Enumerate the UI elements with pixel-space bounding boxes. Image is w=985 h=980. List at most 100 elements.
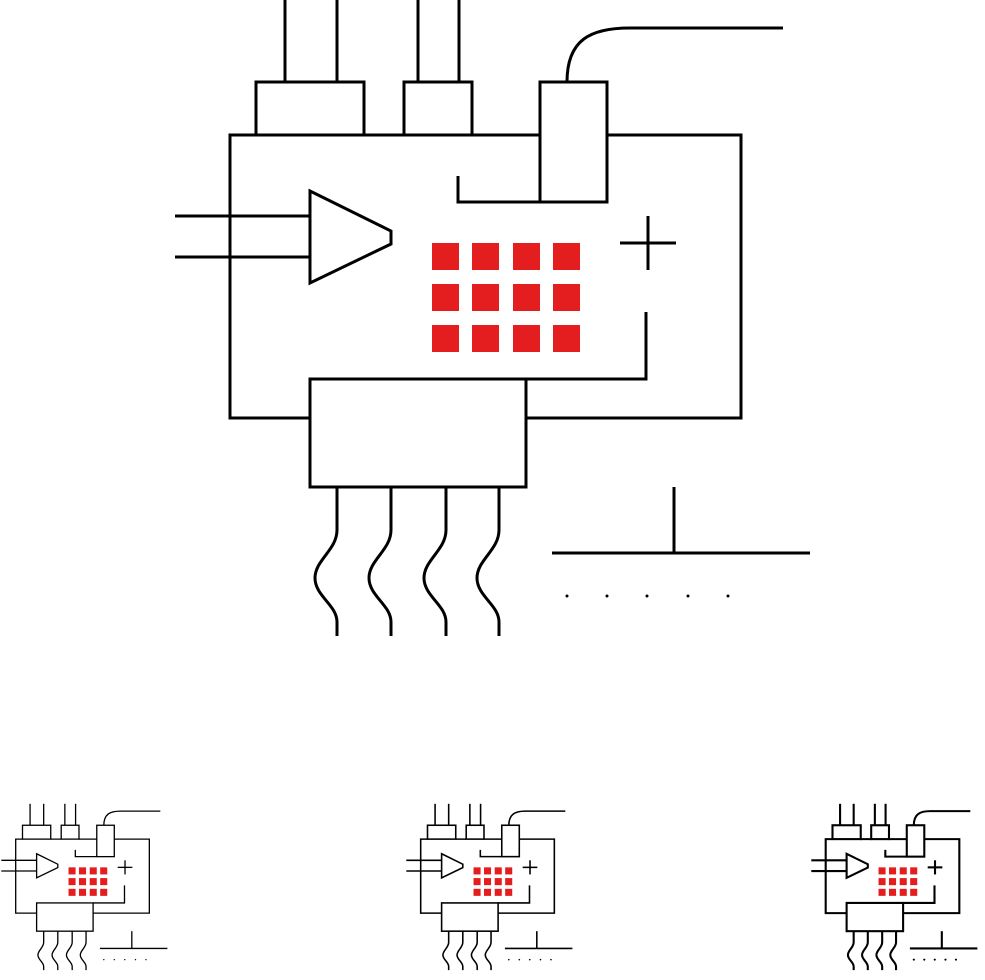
dot [539,958,542,961]
connector [870,824,891,841]
grid-cell [505,867,513,875]
grid-cell [505,888,513,896]
dot [912,958,915,961]
grid-cell [513,284,540,311]
connector [60,824,80,840]
circuit-board-icon-variant-thin [0,800,170,975]
grid-cell [89,888,97,896]
wavy-wire [889,931,898,971]
grid-cell [494,878,502,886]
grid-cell [513,325,540,352]
grid-cell [899,867,907,875]
dot [528,958,531,961]
wavy-wire [65,931,73,971]
grid-cell [888,878,897,886]
dot [686,594,690,598]
circuit-board-icon-main [175,0,810,636]
grid-cell [888,867,897,875]
inner-trace [498,885,531,904]
inner-trace [74,849,97,858]
grid-cell [483,878,492,886]
connector [21,824,52,840]
dot [726,594,730,598]
wavy-wire [313,487,339,636]
dot [944,958,947,961]
grid-cell [505,878,513,886]
circuit-board-icon-variant-bold [810,800,980,975]
connector [426,824,457,840]
cable [912,810,971,826]
connector [500,824,521,858]
inner-trace [903,885,936,904]
grid-cell [432,284,459,311]
grid-cell [100,867,108,875]
connector [96,824,115,858]
wavy-wire [470,931,478,971]
circuit-board-icon-variant-line [405,800,575,975]
wavy-wire [422,487,448,636]
dot [933,958,936,961]
wavy-wire [846,931,855,971]
board-outline [228,133,743,420]
grid-cell [89,878,97,886]
dot [550,958,552,961]
grid-cell [78,878,87,886]
cable [508,810,566,826]
chip [845,901,905,933]
grid-cell [100,888,108,896]
wavy-wire [475,487,501,636]
grid-cell [899,888,907,896]
dot [145,959,147,961]
connector [905,824,926,858]
inner-trace [526,312,648,381]
dot [605,594,609,598]
grid-cell [472,243,499,270]
chip [35,902,94,932]
wavy-wire [484,931,492,971]
board-outline [824,838,961,915]
dot [124,959,126,961]
grid-cell [68,888,76,896]
grid-cell [878,867,886,875]
grid-cell [494,867,502,875]
circuit-board-icon-line [406,803,573,971]
wavy-wire [456,931,464,971]
grid-cell [78,867,87,875]
wavy-wire [875,931,884,971]
inner-trace [93,885,126,904]
connector [538,80,609,204]
grid-cell [513,243,540,270]
connector [831,824,862,841]
grid-cell [910,878,918,886]
chip [440,902,499,932]
grid-cell [483,867,492,875]
dot [134,959,137,961]
wavy-wire [51,931,59,971]
grid-cell [553,243,580,270]
amplifier-triangle [440,852,464,880]
grid-cell [878,888,886,896]
wavy-wire [37,931,45,971]
dot [565,594,569,598]
amplifier-triangle [845,852,869,880]
dot [113,959,115,961]
grid-cell [68,878,76,886]
grid-cell [472,284,499,311]
board-outline [419,838,556,914]
grid-cell [473,867,481,875]
grid-cell [910,867,918,875]
connector [465,824,485,840]
wavy-wire [79,931,87,971]
grid-cell [553,284,580,311]
wavy-wire [442,931,450,971]
dot [645,594,649,598]
grid-cell [100,878,108,886]
circuit-board-icon [175,0,810,636]
inner-trace [456,176,540,204]
circuit-board-icon-bold [811,803,978,971]
dot [508,958,510,961]
cable [103,810,161,826]
dot [954,958,957,961]
inner-trace [479,849,502,858]
grid-cell [888,888,897,896]
